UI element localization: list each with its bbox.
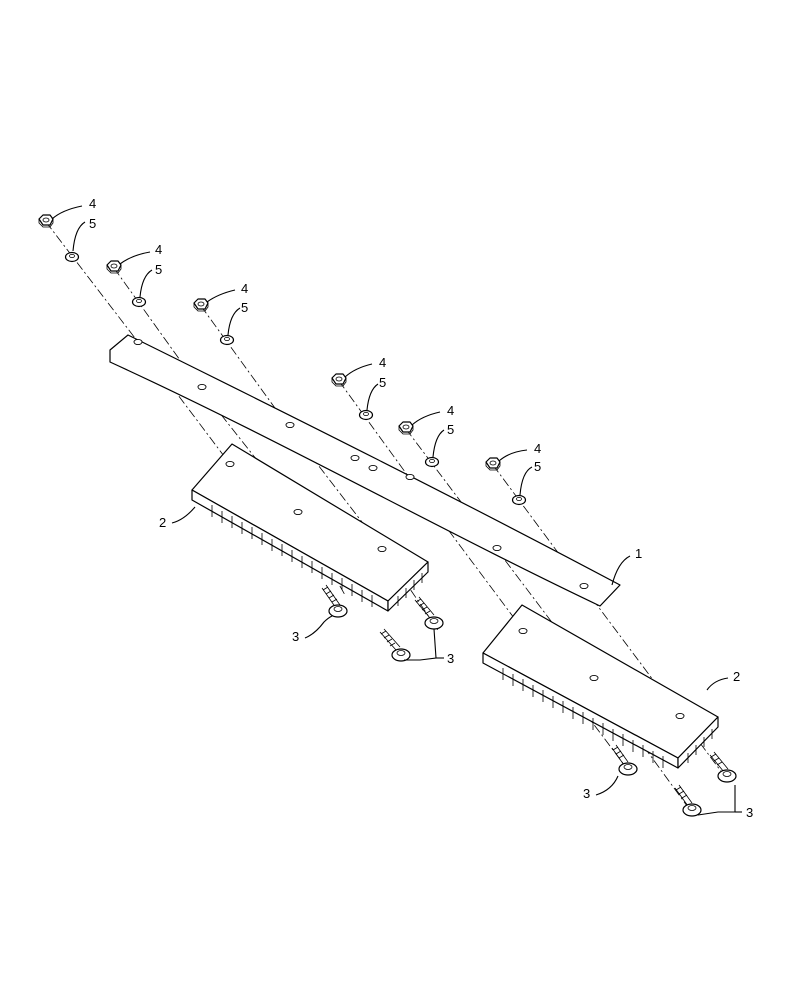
callout-2: 2 xyxy=(733,669,740,684)
callout-labels: 4 5 4 5 4 5 4 5 4 5 4 5 1 2 2 3 3 3 3 xyxy=(89,196,753,820)
callout-4: 4 xyxy=(447,403,454,418)
hex-nut-icon xyxy=(485,457,501,471)
part-2-left-cleat xyxy=(191,443,429,612)
part-3-bolts xyxy=(321,584,737,817)
hex-nut-icon xyxy=(193,298,209,312)
callout-5: 5 xyxy=(155,262,162,277)
callout-4: 4 xyxy=(379,355,386,370)
callout-5: 5 xyxy=(379,375,386,390)
callout-5: 5 xyxy=(241,300,248,315)
bolt-icon xyxy=(709,751,737,783)
callout-4: 4 xyxy=(155,242,162,257)
callout-2: 2 xyxy=(159,515,166,530)
callout-3: 3 xyxy=(447,651,454,666)
callout-4: 4 xyxy=(534,441,541,456)
right-cleat-teeth xyxy=(502,668,713,768)
callout-3: 3 xyxy=(746,805,753,820)
bolt-icon xyxy=(379,628,411,662)
callout-5: 5 xyxy=(447,422,454,437)
leader-lines xyxy=(51,205,742,816)
bolt-icon xyxy=(414,596,444,630)
callout-5: 5 xyxy=(534,459,541,474)
washer-icon xyxy=(511,494,527,506)
callout-5: 5 xyxy=(89,216,96,231)
bolt-icon xyxy=(674,784,702,817)
part-5-washers xyxy=(64,251,527,506)
washer-icon xyxy=(358,409,374,421)
bolt-icon xyxy=(321,584,348,618)
washer-icon xyxy=(424,456,440,468)
part-2-right-cleat xyxy=(482,604,719,769)
part-4-nuts xyxy=(38,214,501,471)
callout-3: 3 xyxy=(292,629,299,644)
hex-nut-icon xyxy=(106,260,122,274)
washer-icon xyxy=(64,251,80,263)
hex-nut-icon xyxy=(398,421,414,435)
callout-4: 4 xyxy=(241,281,248,296)
bolt-icon xyxy=(611,744,638,776)
part-1-long-strip xyxy=(109,334,621,607)
washer-icon xyxy=(131,296,147,308)
callout-3: 3 xyxy=(583,786,590,801)
callout-1: 1 xyxy=(635,546,642,561)
left-cleat-teeth xyxy=(211,505,423,607)
callout-4: 4 xyxy=(89,196,96,211)
hex-nut-icon xyxy=(331,373,347,387)
washer-icon xyxy=(219,334,235,346)
hex-nut-icon xyxy=(38,214,54,228)
